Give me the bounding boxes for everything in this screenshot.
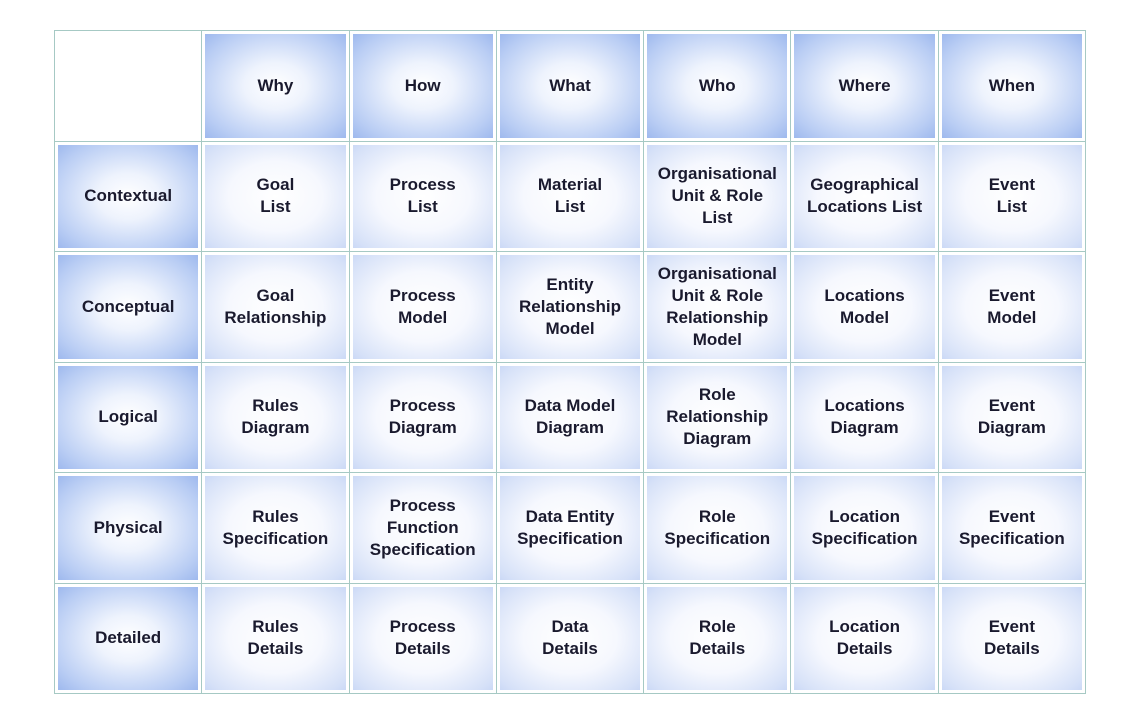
matrix-cell: Process List — [349, 141, 496, 251]
column-header-who: Who — [644, 31, 791, 141]
matrix-cell: Data Details — [496, 583, 644, 693]
matrix-cell: Organisational Unit & Role List — [644, 141, 791, 251]
framework-matrix: Why How What Who Where When Contextual G… — [54, 30, 1086, 694]
matrix-cell: Process Diagram — [349, 362, 496, 472]
matrix-cell: Event List — [938, 141, 1085, 251]
column-header-how: How — [349, 31, 496, 141]
matrix-cell: Event Specification — [938, 473, 1085, 583]
row-header-logical: Logical — [55, 362, 202, 472]
row-header-physical: Physical — [55, 473, 202, 583]
row-header-detailed: Detailed — [55, 583, 202, 693]
matrix-cell: Locations Model — [791, 252, 938, 362]
matrix-cell: Process Function Specification — [349, 473, 496, 583]
matrix-cell: Event Diagram — [938, 362, 1085, 472]
matrix-cell: Role Relationship Diagram — [644, 362, 791, 472]
matrix-cell: Geographical Locations List — [791, 141, 938, 251]
column-header-where: Where — [791, 31, 938, 141]
column-header-when: When — [938, 31, 1085, 141]
row-header-conceptual: Conceptual — [55, 252, 202, 362]
matrix-cell: Role Details — [644, 583, 791, 693]
matrix-cell: Process Details — [349, 583, 496, 693]
row-header-contextual: Contextual — [55, 141, 202, 251]
matrix-cell: Goal Relationship — [202, 252, 349, 362]
corner-cell — [55, 31, 202, 141]
column-header-why: Why — [202, 31, 349, 141]
matrix-cell: Location Details — [791, 583, 938, 693]
matrix-cell: Process Model — [349, 252, 496, 362]
column-header-what: What — [496, 31, 644, 141]
matrix-cell: Role Specification — [644, 473, 791, 583]
matrix-cell: Locations Diagram — [791, 362, 938, 472]
matrix-cell: Event Details — [938, 583, 1085, 693]
matrix-cell: Material List — [496, 141, 644, 251]
matrix-cell: Entity Relationship Model — [496, 252, 644, 362]
matrix-cell: Goal List — [202, 141, 349, 251]
matrix-cell: Organisational Unit & Role Relationship … — [644, 252, 791, 362]
matrix-cell: Rules Specification — [202, 473, 349, 583]
matrix-cell: Data Model Diagram — [496, 362, 644, 472]
matrix-cell: Event Model — [938, 252, 1085, 362]
matrix-cell: Location Specification — [791, 473, 938, 583]
matrix-cell: Rules Diagram — [202, 362, 349, 472]
matrix-cell: Data Entity Specification — [496, 473, 644, 583]
matrix-cell: Rules Details — [202, 583, 349, 693]
